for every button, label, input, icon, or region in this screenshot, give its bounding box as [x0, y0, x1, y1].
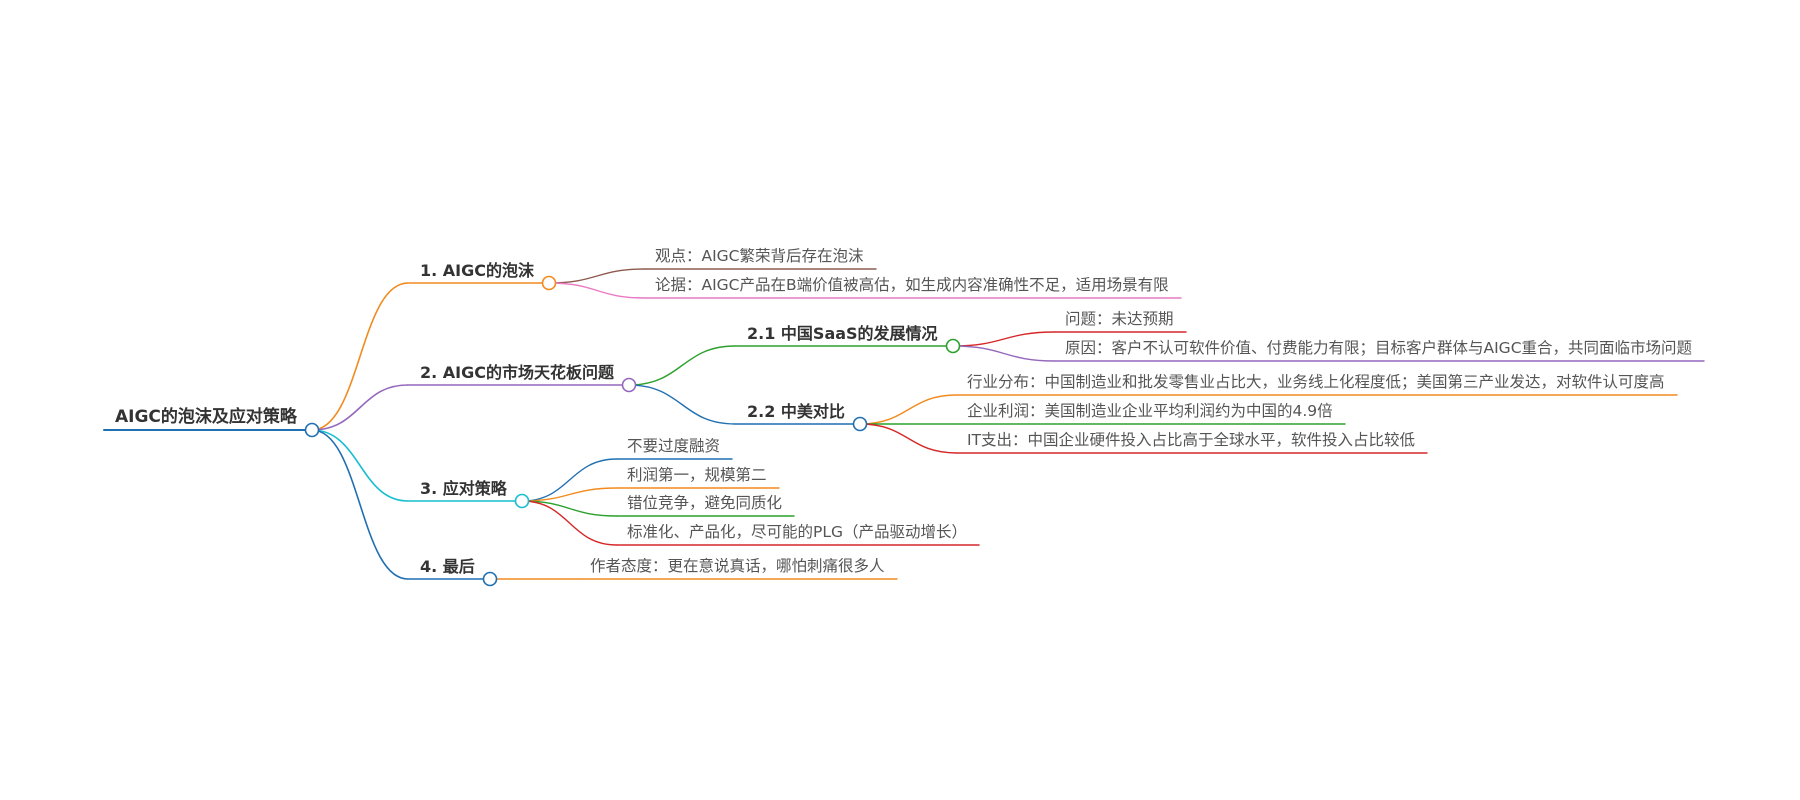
collapse-handle-b1[interactable] [541, 275, 557, 291]
collapse-handle-b2-2[interactable] [852, 416, 868, 432]
link-b1-1 [548, 268, 646, 284]
link-b3-1 [521, 458, 618, 502]
link-b2-1-1 [952, 331, 1056, 347]
link-b2-1-2 [952, 345, 1056, 362]
leaf-evidence[interactable]: 论据：AIGC产品在B端价值被高估，如生成内容准确性不足，适用场景有限 [655, 276, 1169, 294]
branch-finally[interactable]: 4. 最后 [420, 557, 475, 576]
link-b3 [311, 429, 409, 502]
leaf-differentiation[interactable]: 错位竞争，避免同质化 [627, 494, 783, 512]
collapse-handle-b2-1[interactable] [945, 338, 961, 354]
link-b3-3 [521, 500, 618, 517]
subbranch-china-saas[interactable]: 2.1 中国SaaS的发展情况 [747, 324, 938, 343]
leaf-saas-reason[interactable]: 原因：客户不认可软件价值、付费能力有限；目标客户群体与AIGC重合，共同面临市场… [1065, 339, 1693, 357]
link-b2-2 [628, 384, 736, 425]
link-b1-2 [548, 282, 646, 299]
link-b1 [311, 282, 409, 431]
branch-aigc-bubble[interactable]: 1. AIGC的泡沫 [420, 261, 534, 280]
leaf-standardization[interactable]: 标准化、产品化，尽可能的PLG（产品驱动增长） [627, 523, 967, 541]
leaf-it-spending[interactable]: IT支出：中国企业硬件投入占比高于全球水平，软件投入占比较低 [967, 431, 1416, 449]
link-b2 [311, 384, 409, 431]
link-b2-2-3 [859, 423, 958, 454]
collapse-handle-b3[interactable] [514, 493, 530, 509]
subbranch-china-us-compare[interactable]: 2.2 中美对比 [747, 402, 845, 421]
root-topic[interactable]: AIGC的泡沫及应对策略 [115, 407, 297, 427]
link-b3-2 [521, 487, 618, 502]
leaf-industry-distribution[interactable]: 行业分布：中国制造业和批发零售业占比大，业务线上化程度低；美国第三产业发达，对软… [967, 373, 1665, 391]
leaf-profit-first[interactable]: 利润第一，规模第二 [627, 466, 767, 484]
leaf-author-attitude[interactable]: 作者态度：更在意说真话，哪怕刺痛很多人 [590, 557, 885, 575]
collapse-handle-b2[interactable] [621, 377, 637, 393]
link-b3-4 [521, 500, 618, 546]
link-b2-1 [628, 345, 736, 386]
branch-strategies[interactable]: 3. 应对策略 [420, 479, 507, 498]
link-b2-2-1 [859, 394, 958, 425]
branch-market-ceiling[interactable]: 2. AIGC的市场天花板问题 [420, 363, 614, 382]
collapse-handle-b4[interactable] [482, 571, 498, 587]
leaf-saas-problem[interactable]: 问题：未达预期 [1065, 310, 1174, 328]
leaf-enterprise-profit[interactable]: 企业利润：美国制造业企业平均利润约为中国的4.9倍 [967, 402, 1333, 420]
link-b4 [311, 429, 409, 580]
leaf-no-overfinancing[interactable]: 不要过度融资 [627, 437, 721, 455]
collapse-handle-root[interactable] [304, 422, 320, 438]
leaf-viewpoint[interactable]: 观点：AIGC繁荣背后存在泡沫 [655, 247, 864, 265]
